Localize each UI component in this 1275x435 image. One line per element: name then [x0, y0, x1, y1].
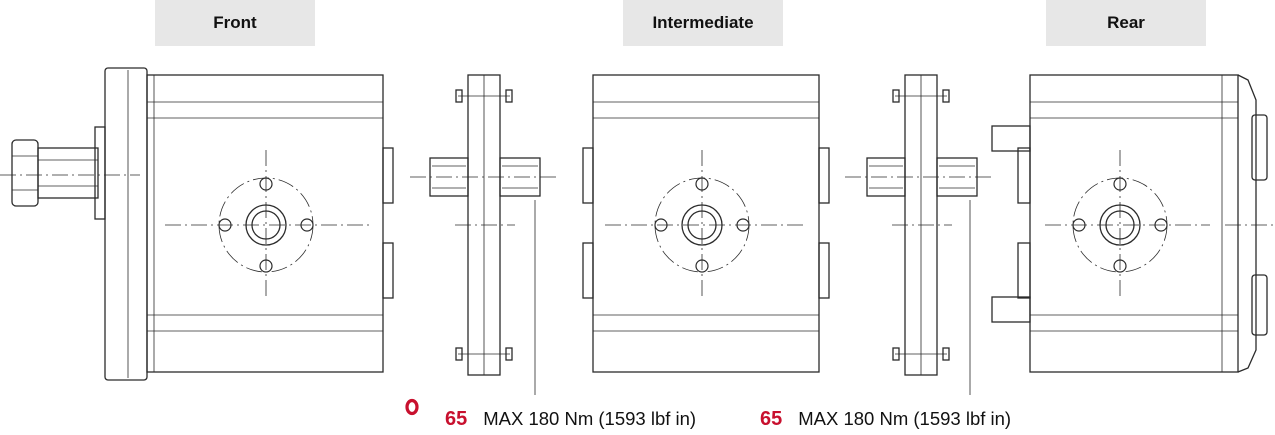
- o-ring-icon: [405, 398, 419, 416]
- intermediate-pump: [582, 74, 830, 373]
- front-pump: [0, 67, 394, 381]
- rear-adapter-plate: [845, 74, 995, 395]
- torque-spec-rear: 65 MAX 180 Nm (1593 lbf in): [760, 403, 1011, 435]
- torque-text-front: MAX 180 Nm (1593 lbf in): [483, 408, 697, 429]
- intermediate-label-text: Intermediate: [652, 13, 754, 32]
- rear-label-text: Rear: [1107, 13, 1145, 32]
- front-adapter-plate: [410, 74, 560, 395]
- front-drive-shaft: [11, 126, 106, 220]
- rear-body: [1029, 74, 1239, 373]
- torque-code-front: 65: [445, 407, 468, 430]
- rear-pump: [991, 74, 1275, 373]
- front-flange: [104, 67, 148, 381]
- front-port: [165, 150, 370, 300]
- intermediate-label: Intermediate: [623, 0, 783, 46]
- torque-text-rear: MAX 180 Nm (1593 lbf in): [798, 408, 1012, 429]
- intermediate-port: [605, 150, 805, 300]
- torque-spec-front: 65 MAX 180 Nm (1593 lbf in): [445, 403, 696, 435]
- front-body: [146, 74, 384, 373]
- intermediate-body: [592, 74, 820, 373]
- torque-code-rear: 65: [760, 407, 783, 430]
- pump-technical-drawing: [0, 67, 1275, 395]
- rear-port: [1045, 150, 1210, 300]
- rear-label: Rear: [1046, 0, 1206, 46]
- front-label-text: Front: [213, 13, 257, 32]
- front-label: Front: [155, 0, 315, 46]
